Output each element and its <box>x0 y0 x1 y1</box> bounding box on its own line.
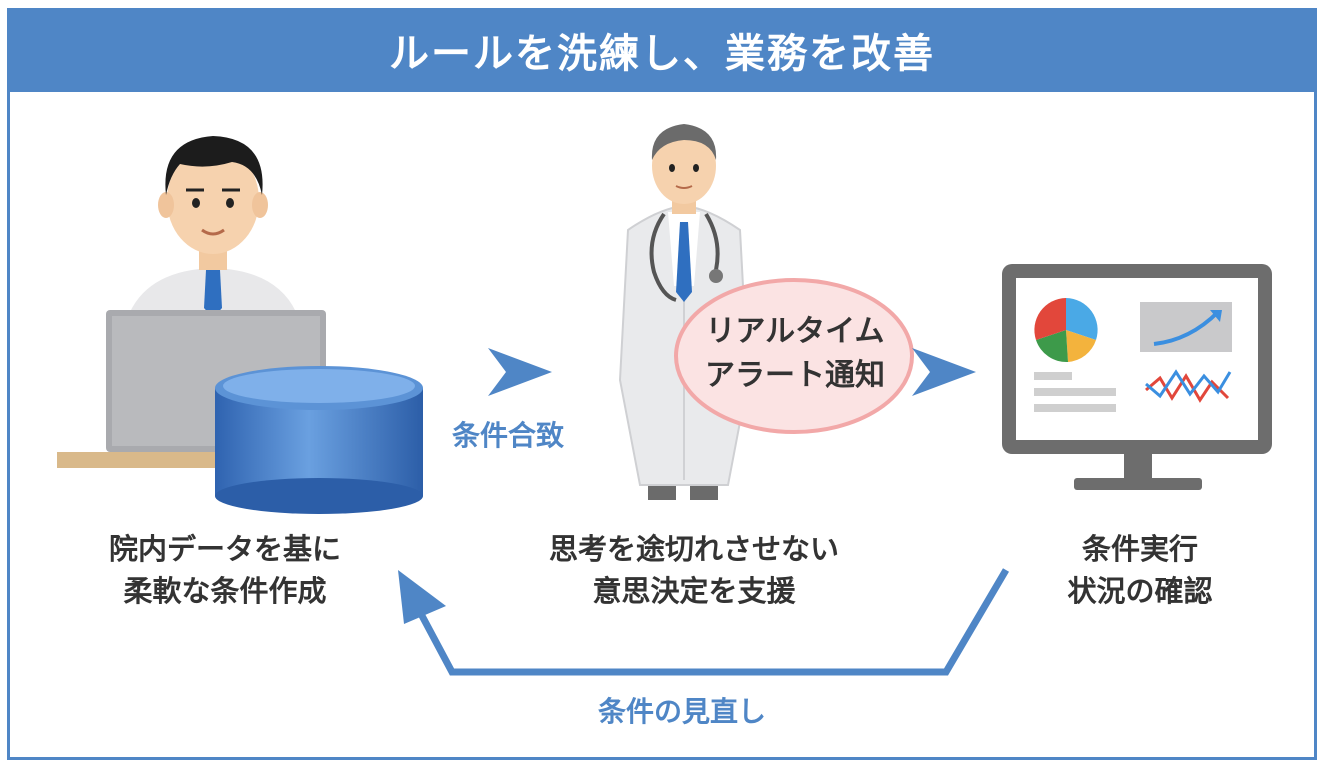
office-worker-icon <box>57 136 326 468</box>
feedback-arrow <box>416 568 1010 676</box>
step-support-label: 思考を途切れさせない 意思決定を支援 <box>524 528 864 612</box>
step-support-line-1: 思考を途切れさせない <box>548 532 839 566</box>
alert-text: リアルタイム アラート通知 <box>680 310 910 398</box>
dashboard-monitor-icon <box>1002 264 1272 490</box>
alert-bubble <box>674 278 914 434</box>
header-bar: ルールを洗練し、業務を改善 <box>7 8 1317 92</box>
step-create-label: 院内データを基に 柔軟な条件作成 <box>60 528 390 612</box>
database-icon <box>215 366 423 514</box>
step-create-line-2: 柔軟な条件作成 <box>123 574 327 608</box>
pie-chart-icon <box>1034 298 1098 363</box>
alert-line-1: リアルタイム <box>705 314 885 349</box>
match-label: 条件合致 <box>452 419 565 452</box>
alert-line-2: アラート通知 <box>705 358 885 393</box>
step-confirm-line-1: 条件実行 <box>1081 532 1198 566</box>
step-confirm-label: 条件実行 状況の確認 <box>1040 528 1240 612</box>
arrow-right-icon <box>488 348 552 396</box>
arrow-right-icon <box>912 348 976 396</box>
page-title: ルールを洗練し、業務を改善 <box>389 31 935 77</box>
step-support-line-2: 意思決定を支援 <box>592 574 796 608</box>
step-confirm-line-2: 状況の確認 <box>1067 574 1213 608</box>
arrow-head-icon <box>398 570 446 624</box>
diagram-frame <box>7 8 1317 760</box>
step-create-line-1: 院内データを基に <box>108 532 341 566</box>
review-label: 条件の見直し <box>598 695 767 728</box>
